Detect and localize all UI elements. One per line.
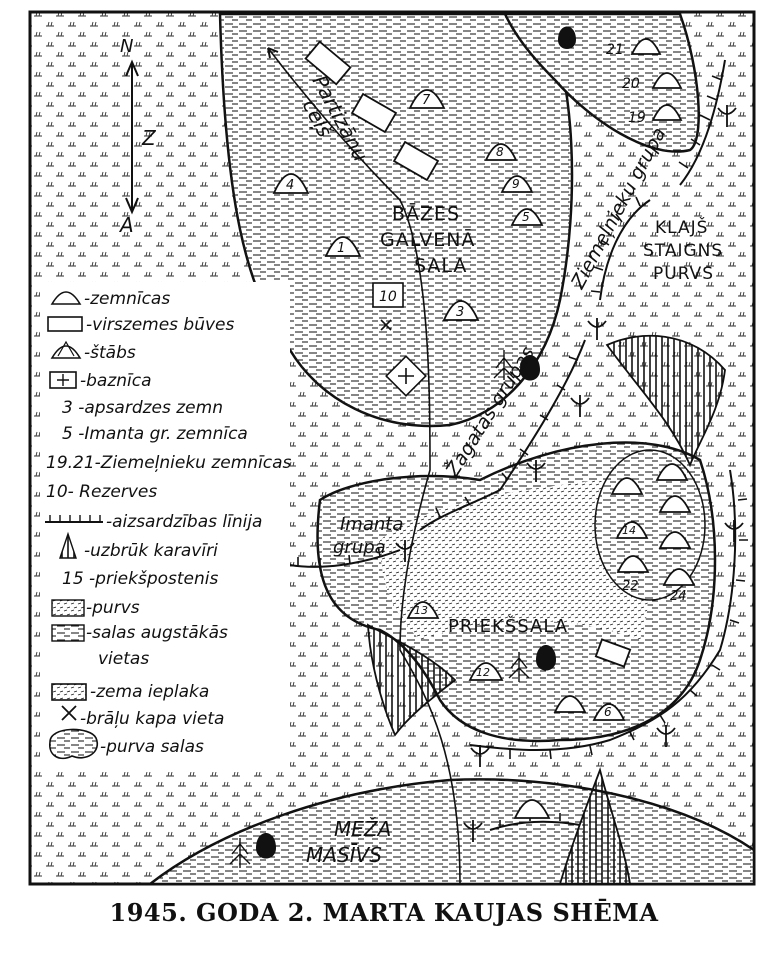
low-area <box>380 480 648 640</box>
label-galvena: GALVENĀ <box>380 227 475 251</box>
dugout-8: 8 <box>484 143 518 161</box>
attack-south-west <box>367 623 457 737</box>
dugout-6: 6 <box>592 703 626 721</box>
dugout-9: 9 <box>500 175 534 193</box>
bush-icon <box>256 26 576 859</box>
dugout-5: 5 <box>510 208 544 226</box>
reserve-marker <box>372 282 404 308</box>
dugout-4: 4 <box>272 173 310 194</box>
legend-hq-icon <box>50 340 82 359</box>
tree-icon <box>229 350 530 868</box>
legend-text-building: -virszemes būves <box>86 315 235 335</box>
legend-text-guard: 3 -apsardzes zemn <box>62 398 223 418</box>
label-priekssala: PRIEKŠSALA <box>448 615 568 637</box>
surface-buildings <box>304 40 632 668</box>
legend-text-swamp: -purvs <box>86 598 140 618</box>
legend-dugout-icon <box>50 291 82 305</box>
grave-icon <box>380 319 392 331</box>
compass-south: A <box>118 213 134 237</box>
svg-text:9: 9 <box>512 177 520 191</box>
legend-church-icon <box>49 371 77 389</box>
defence-lines <box>289 59 737 831</box>
legend-island-icon <box>49 728 99 760</box>
legend-text-ziemelnieku: 19.21-Ziemeļnieku zemnīcas <box>46 453 292 473</box>
dugout-12: 12 <box>468 662 504 681</box>
svg-text:13: 13 <box>414 604 428 617</box>
marker-22: 22 <box>622 579 639 594</box>
label-masivs: MASĪVS <box>306 843 382 867</box>
svg-text:8: 8 <box>496 145 504 159</box>
legend-swamp-icon <box>51 599 85 617</box>
legend: -zemnīcas -virszemes būves -štābs -baznī… <box>40 282 292 772</box>
battle-map: 10 1 3 4 5 7 8 9 13 12 6 14 19 20 21 <box>28 10 756 886</box>
svg-text:19: 19 <box>628 110 646 126</box>
legend-high-icon <box>51 624 85 642</box>
svg-text:4: 4 <box>286 178 294 193</box>
label-bazes: BĀZES <box>392 201 460 225</box>
svg-text:6: 6 <box>604 705 612 719</box>
legend-text-grave: -brāļu kapa vieta <box>80 709 224 729</box>
label-imanta: Imanta <box>340 514 403 535</box>
svg-text:14: 14 <box>622 524 636 537</box>
map-caption: 1945. GODA 2. MARTA KAUJAS SHĒMA <box>109 898 659 927</box>
legend-attack-icon <box>59 531 77 559</box>
label-staigns: STAIGNS <box>643 241 723 261</box>
legend-building-icon <box>47 316 83 332</box>
legend-text-outpost: 15 -priekšpostenis <box>62 569 219 589</box>
legend-text-low: -zema ieplaka <box>90 682 209 702</box>
legend-text-imanta: 5 -Imanta gr. zemnīca <box>62 424 248 444</box>
dugout-14: 14 <box>615 521 649 539</box>
attack-east <box>605 334 726 468</box>
legend-text-dugout: -zemnīcas <box>84 289 170 309</box>
marker-24: 24 <box>670 589 687 604</box>
legend-text-defline: -aizsardzības līnija <box>106 512 262 532</box>
label-klajs: KLAJŠ <box>655 216 708 238</box>
label-grupa: grupa <box>333 537 386 558</box>
legend-low-icon <box>51 683 87 701</box>
legend-text-high: -salas augstākās <box>86 623 228 643</box>
compass-east: Z <box>141 126 157 150</box>
legend-text-hq: -štābs <box>84 343 136 363</box>
svg-text:21: 21 <box>606 42 624 58</box>
label-sala: SALA <box>414 255 467 277</box>
legend-text-church: -baznīca <box>80 371 152 391</box>
compass-arrow-icon <box>125 59 139 215</box>
label-purvs: PURVS <box>653 264 714 284</box>
legend-grave-icon <box>61 705 77 721</box>
dugout-1: 1 <box>324 236 362 257</box>
legend-text-attack: -uzbrūk karavīri <box>84 541 218 561</box>
outposts <box>395 105 744 842</box>
svg-text:12: 12 <box>476 666 490 679</box>
legend-text-reserve: 10- Rezerves <box>46 482 157 502</box>
reserve-label: 10 <box>379 289 397 305</box>
label-meza: MEŽA <box>334 817 391 841</box>
svg-text:20: 20 <box>622 76 640 92</box>
svg-text:7: 7 <box>422 93 431 108</box>
legend-text-high2: vietas <box>98 649 149 669</box>
partisan-road <box>267 47 461 885</box>
dugout-21: 21 <box>606 38 662 58</box>
dugouts: 1 3 4 5 7 8 9 13 12 6 14 19 20 21 <box>272 38 683 721</box>
svg-text:1: 1 <box>337 241 345 256</box>
dugout-20: 20 <box>622 72 683 92</box>
dugout-13: 13 <box>406 601 440 619</box>
dugout-19: 19 <box>628 104 683 126</box>
unnumbered-dugouts <box>513 463 696 819</box>
church-icon <box>385 355 427 397</box>
compass-north: N <box>120 36 133 57</box>
dugout-3: 3 <box>442 300 480 321</box>
svg-text:3: 3 <box>456 305 464 320</box>
attack-south <box>558 766 632 885</box>
legend-text-island: -purva salas <box>100 737 204 757</box>
dugout-7: 7 <box>408 89 446 109</box>
svg-text:5: 5 <box>522 210 530 224</box>
compass: N Z A <box>118 36 157 237</box>
